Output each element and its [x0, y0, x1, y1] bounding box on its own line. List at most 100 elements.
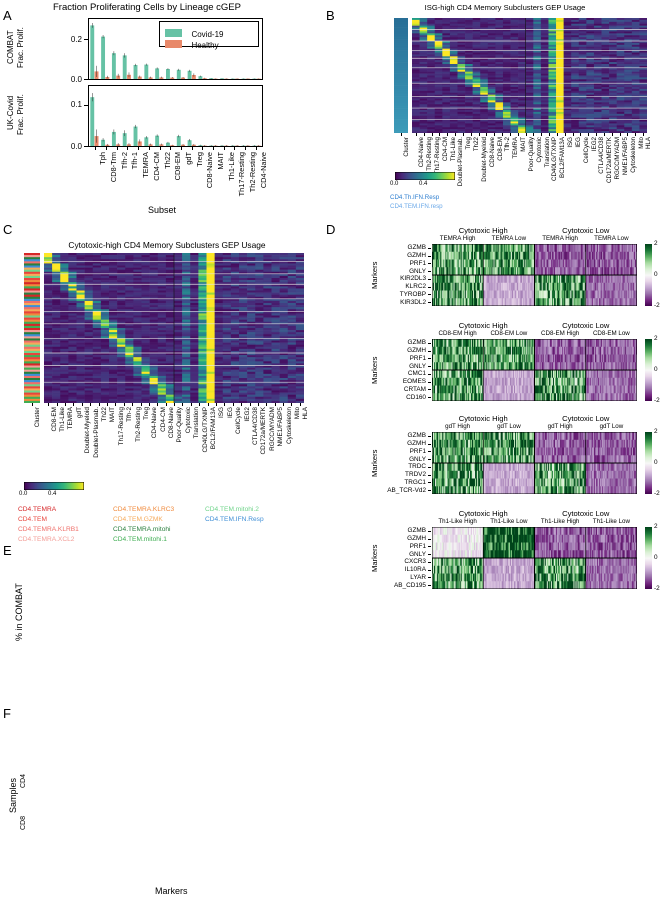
group-title: Cytotoxic Low: [562, 321, 610, 330]
marker-label: AB_TCR-Vd2: [387, 486, 426, 494]
x-tick-label: CD172a/MERTK: [260, 407, 268, 455]
x-tick-label: IEG: [574, 137, 582, 148]
panel-b-cbar-max: 0.4: [419, 181, 428, 187]
x-tick: [106, 147, 107, 150]
panel-c-letter: C: [3, 222, 13, 237]
colorbar-tick-label: 0: [654, 459, 658, 466]
colorbar-tick-label: 2: [654, 335, 658, 342]
panel-f-colorbar: [340, 758, 348, 858]
marker-tick: [428, 389, 431, 391]
y-tick-label: 0.2: [70, 34, 82, 44]
marker-tick: [428, 263, 431, 265]
x-tick-label: MAIT: [520, 137, 528, 152]
marker-label: GNLY: [409, 267, 426, 275]
x-tick: [170, 147, 172, 150]
x-tick-label: Doublet-Myeloid: [84, 407, 92, 454]
x-tick: [159, 147, 161, 150]
x-tick: [138, 147, 140, 150]
x-tick-label: Th1-Like: [226, 152, 236, 181]
x-tick-label: Th1-Like: [59, 407, 66, 432]
panel-d-heatmap: [432, 432, 637, 494]
x-tick-label: Doublet-Plasmab.: [92, 407, 100, 458]
marker-tick: [428, 247, 431, 249]
marker-label: GNLY: [409, 362, 426, 370]
marker-label: GZMB: [407, 244, 426, 252]
x-tick-label: MAIT: [109, 407, 117, 423]
group-title: Cytotoxic Low: [562, 414, 610, 423]
colorbar-tick-label: 0: [654, 271, 658, 278]
group-title: Cytotoxic Low: [562, 226, 610, 235]
x-tick-label: IEG2: [590, 137, 598, 152]
x-tick: [572, 133, 574, 136]
marker-tick: [428, 294, 431, 296]
x-tick: [431, 133, 433, 136]
x-tick: [556, 133, 558, 136]
x-tick: [232, 403, 234, 406]
marker-tick: [428, 373, 431, 375]
marker-label: GZMB: [407, 339, 426, 347]
subgroup-title: TEMRA High: [542, 235, 578, 242]
x-tick-label: CD8-Trm: [109, 152, 118, 183]
legend-label: CD4.TEM.IFN.Resp: [205, 516, 264, 523]
panel-d-heatmap: [432, 244, 637, 306]
panel-a-ylabel-bottom-1: UK-Covid: [6, 95, 15, 131]
x-tick: [478, 133, 480, 136]
marker-tick: [428, 585, 431, 587]
x-tick: [462, 133, 464, 136]
x-tick: [157, 403, 159, 406]
x-tick: [486, 133, 488, 136]
subgroup-title: TEMRA Low: [594, 235, 629, 242]
x-tick: [564, 133, 566, 136]
panel-b-title: ISG-high CD4 Memory Subclusters GEP Usag…: [424, 3, 586, 12]
subgroup-title: Th1-Like Low: [592, 518, 630, 525]
group-title: Cytotoxic High: [458, 226, 508, 235]
subgroup-title: TEMRA High: [439, 235, 476, 242]
marker-tick: [428, 358, 431, 360]
x-tick-label: Treg: [465, 137, 473, 150]
subgroup-title: TEMRA Low: [491, 235, 527, 242]
x-tick-label: Cluster: [403, 137, 411, 157]
x-tick: [517, 133, 519, 136]
marker-tick: [428, 381, 431, 383]
x-tick-label: CD4-Naive: [151, 407, 159, 439]
y-tick: [84, 104, 88, 106]
subgroup-title: CD8-EM Low: [592, 330, 630, 337]
x-tick-label: ISG: [218, 407, 226, 419]
x-tick-label: Cytoskeleton: [629, 137, 637, 173]
x-tick: [611, 133, 613, 136]
x-tick: [32, 403, 33, 406]
colorbar-tick-label: 2: [654, 428, 658, 435]
x-tick-label: CellCycle: [235, 407, 243, 434]
panel-c-cbar-max: 0.4: [48, 491, 57, 497]
x-tick: [48, 403, 50, 406]
x-tick-label: IEG: [226, 407, 234, 419]
panel-a-ylabel-top-2: Frac. Prolif.: [16, 27, 25, 69]
x-tick: [274, 403, 276, 406]
x-tick-label: Cluster: [34, 407, 42, 428]
marker-label: GZMB: [407, 527, 426, 535]
panel-c-cluster-strip: [24, 253, 40, 403]
marker-label: TRGC1: [404, 478, 426, 486]
marker-label: TRDV2: [405, 471, 426, 479]
x-tick: [541, 133, 543, 136]
x-tick: [627, 133, 629, 136]
y-tick-label: 0.1: [70, 100, 82, 110]
x-tick-label: NME1/FABP5: [621, 137, 629, 176]
x-tick-label: Th17-Resting: [237, 152, 247, 197]
x-tick: [132, 403, 134, 406]
marker-tick: [428, 482, 431, 484]
x-tick-label: NME1/FABP5: [277, 407, 285, 447]
x-tick-label: Treg: [142, 407, 150, 420]
panel-a-ylabel-bottom-2: Frac. Prolif.: [16, 94, 25, 136]
legend-item-covid: Covid-19: [165, 24, 223, 42]
panel-e-letter: E: [3, 543, 12, 558]
x-tick: [212, 147, 214, 150]
x-tick-label: CD4-Naive: [258, 152, 268, 189]
marker-tick: [428, 530, 431, 532]
x-tick: [65, 403, 66, 406]
x-tick-label: Th17-Resting: [117, 407, 125, 446]
subgroup-title: CD8-EM High: [541, 330, 580, 337]
marker-tick: [428, 286, 431, 288]
marker-tick: [428, 490, 431, 492]
x-tick: [494, 133, 496, 136]
